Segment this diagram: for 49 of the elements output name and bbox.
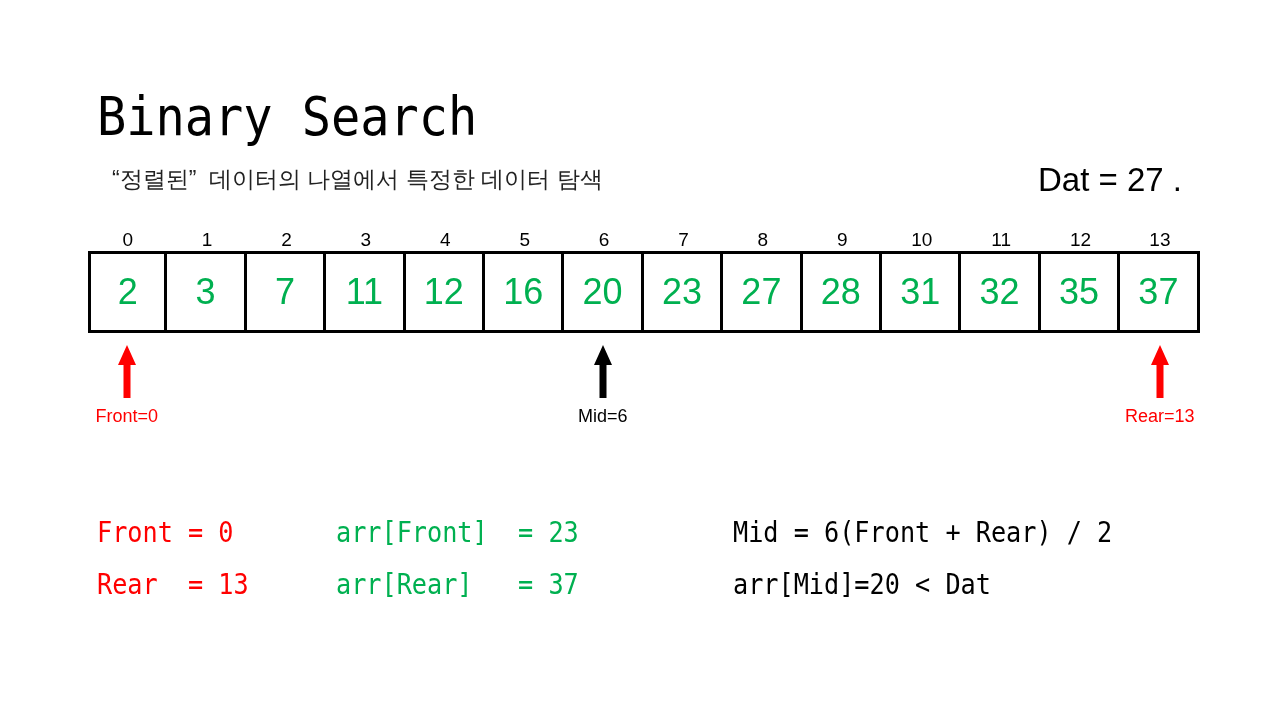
cell-value: 12 <box>423 271 464 313</box>
index-label: 3 <box>359 230 373 249</box>
formula: arr[Mid]=20 < Dat <box>733 571 991 599</box>
cell-value: 32 <box>979 271 1020 313</box>
array-cell <box>958 251 1041 333</box>
index-label: 12 <box>1068 230 1093 249</box>
index-label: 7 <box>677 230 690 249</box>
cell-value: 37 <box>1138 271 1179 313</box>
data-value: Dat = 27 . <box>1038 163 1182 196</box>
cell-value: 23 <box>661 271 702 313</box>
formula: Rear = 13 <box>97 571 249 599</box>
array-cell <box>720 251 803 333</box>
cell-value: 20 <box>582 271 623 313</box>
index-label: 11 <box>990 230 1012 249</box>
block-arrow <box>1151 345 1169 398</box>
formula: Front = 0 <box>97 519 234 547</box>
index-label: 5 <box>518 230 531 249</box>
array-cell <box>561 251 644 333</box>
index-label: 1 <box>200 230 214 249</box>
array-cell <box>323 251 406 333</box>
index-label: 6 <box>597 230 611 249</box>
cell-value: 35 <box>1058 271 1099 313</box>
cell-value: 11 <box>345 271 384 313</box>
array-cell <box>164 251 247 333</box>
cell-value: 3 <box>195 271 216 313</box>
pointer-label: Front=0 <box>95 407 159 425</box>
pointer-label: Rear=13 <box>1125 407 1195 425</box>
block-arrow <box>594 345 612 398</box>
block-arrow <box>118 345 136 398</box>
cell-value: 27 <box>741 271 782 313</box>
cell-value: 16 <box>503 271 544 313</box>
formula: arr[Rear] = 37 <box>336 571 579 599</box>
formula: Mid = 6(Front + Rear) / 2 <box>733 519 1113 547</box>
index-label: 0 <box>121 230 134 249</box>
pointer-label: Mid=6 <box>578 407 628 425</box>
array-cell <box>1117 251 1200 333</box>
cell-value: 28 <box>820 271 861 313</box>
subtitle: “정렬된” 데이터의 나열에서 특정한 데이터 탐색 <box>112 168 603 191</box>
index-label: 8 <box>756 230 770 249</box>
index-label: 2 <box>280 230 293 249</box>
cell-value: 2 <box>117 271 138 313</box>
index-label: 10 <box>910 230 934 249</box>
title: Binary Search <box>97 90 478 144</box>
index-label: 13 <box>1148 230 1172 249</box>
index-label: 4 <box>439 230 452 249</box>
formula: arr[Front] = 23 <box>336 519 579 547</box>
cell-value: 31 <box>900 271 941 313</box>
index-label: 9 <box>836 230 849 249</box>
cell-value: 7 <box>274 271 295 313</box>
